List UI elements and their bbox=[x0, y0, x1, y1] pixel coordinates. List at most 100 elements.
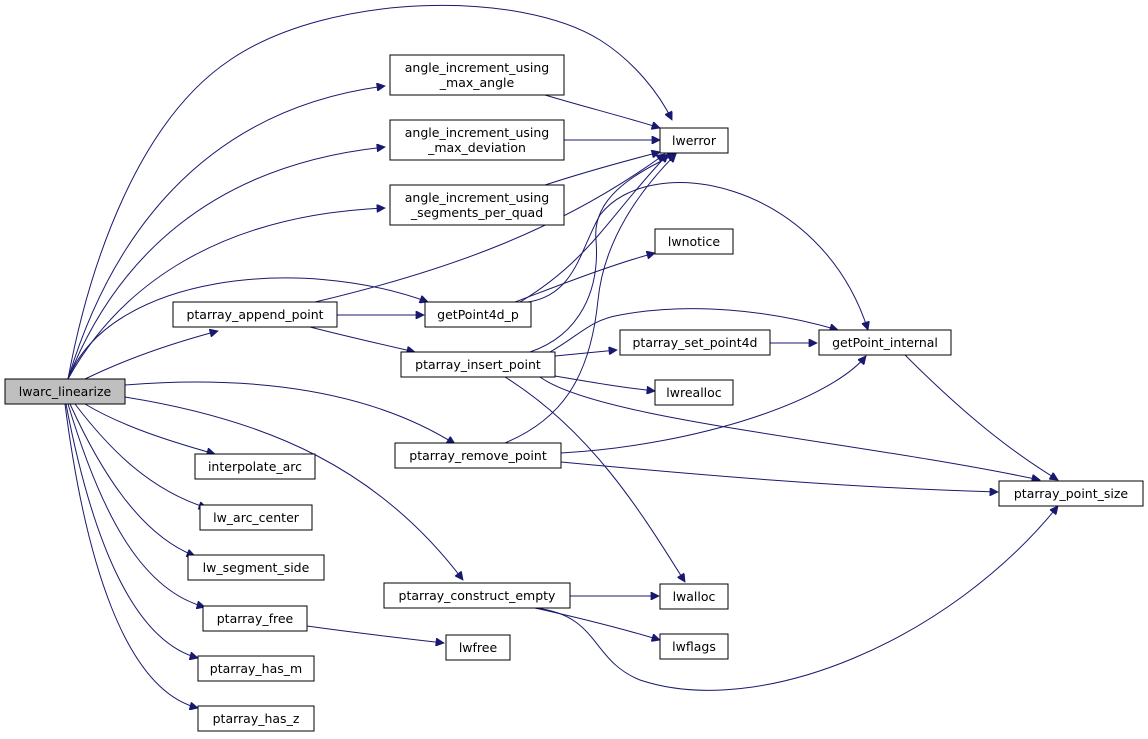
node-box bbox=[389, 119, 565, 161]
node-box bbox=[172, 301, 338, 328]
node-label: ptarray_remove_point bbox=[409, 448, 547, 463]
node-box bbox=[400, 351, 556, 378]
node-label: lwalloc bbox=[673, 589, 716, 604]
edge-ptarray_insert_point-to-ptarray_point_size bbox=[539, 376, 1040, 480]
edge-lwarc_linearize-to-ptarray_append_point bbox=[84, 331, 218, 380]
edge-ptarray_insert_point-to-lwrealloc bbox=[554, 375, 655, 391]
node-label: angle_increment_using bbox=[405, 125, 549, 140]
edge-getPoint4d_p-to-lwnotice bbox=[514, 253, 655, 303]
node-label: _max_deviation bbox=[427, 140, 526, 155]
edge-lwarc_linearize-to-lwerror bbox=[67, 4, 672, 380]
edge-lwarc_linearize-to-lw_segment_side bbox=[69, 403, 195, 556]
edge-ptarray_insert_point-to-getPoint_internal bbox=[549, 308, 838, 353]
node-label: lwflags bbox=[672, 639, 716, 654]
edge-ptarray_append_point-to-ptarray_insert_point bbox=[309, 326, 415, 352]
node-box bbox=[659, 633, 729, 660]
node-lwalloc[interactable]: lwalloc bbox=[659, 583, 729, 610]
node-lwrealloc[interactable]: lwrealloc bbox=[654, 379, 734, 406]
node-lwflags[interactable]: lwflags bbox=[659, 633, 729, 660]
node-label: ptarray_has_m bbox=[210, 661, 302, 676]
edge-getPoint4d_p-to-getPoint_internal bbox=[527, 182, 868, 330]
node-ptarray-append-point[interactable]: ptarray_append_point bbox=[172, 301, 338, 328]
edge-ptarray_insert_point-to-ptarray_set_point4d bbox=[554, 350, 617, 357]
node-ptarray-insert-point[interactable]: ptarray_insert_point bbox=[400, 351, 556, 378]
node-angle-increment-using-max-deviation[interactable]: angle_increment_using_max_deviation bbox=[389, 119, 565, 161]
node-ptarray-has-z[interactable]: ptarray_has_z bbox=[197, 705, 315, 732]
edge-lwarc_linearize-to-getPoint4d_p bbox=[67, 277, 428, 380]
edge-ptarray_insert_point-to-lwerror bbox=[529, 154, 676, 353]
node-box bbox=[4, 378, 126, 405]
edge-ptarray_free-to-lwfree bbox=[306, 625, 444, 643]
node-box bbox=[383, 582, 571, 609]
node-label: ptarray_set_point4d bbox=[633, 335, 758, 350]
node-label: lwnotice bbox=[668, 234, 721, 249]
node-lw-arc-center[interactable]: lw_arc_center bbox=[199, 504, 313, 531]
edge-ptarray_construct_empty-to-ptarray_point_size bbox=[534, 506, 1058, 691]
node-box bbox=[818, 329, 952, 356]
node-angle-increment-using-max-angle[interactable]: angle_increment_using_max_angle bbox=[389, 54, 565, 96]
node-label: lwarc_linearize bbox=[19, 384, 112, 399]
node-label: angle_increment_using bbox=[405, 190, 549, 205]
node-label: getPoint_internal bbox=[832, 335, 938, 350]
node-label: lwfree bbox=[459, 640, 498, 655]
node-ptarray-set-point4d[interactable]: ptarray_set_point4d bbox=[619, 329, 771, 356]
node-box bbox=[998, 480, 1144, 507]
node-label: ptarray_has_z bbox=[213, 711, 300, 726]
node-ptarray-construct-empty[interactable]: ptarray_construct_empty bbox=[383, 582, 571, 609]
node-box bbox=[389, 54, 565, 96]
node-getPoint4d-p[interactable]: getPoint4d_p bbox=[424, 301, 532, 328]
node-ptarray-free[interactable]: ptarray_free bbox=[202, 605, 308, 632]
node-ptarray-point-size[interactable]: ptarray_point_size bbox=[998, 480, 1144, 507]
nodes-layer: lwarc_linearizeangle_increment_using_max… bbox=[4, 54, 1144, 732]
edge-getPoint_internal-to-ptarray_point_size bbox=[904, 354, 1058, 480]
node-box bbox=[619, 329, 771, 356]
edge-lwarc_linearize-to-angle_increment_using_max_deviation bbox=[67, 147, 385, 380]
node-label: ptarray_free bbox=[217, 611, 294, 626]
node-label: angle_increment_using bbox=[405, 60, 549, 75]
node-label: lwerror bbox=[672, 133, 717, 148]
node-label: _segments_per_quad bbox=[410, 205, 543, 220]
edge-ptarray_remove_point-to-getPoint_internal bbox=[560, 356, 866, 454]
node-box bbox=[654, 228, 734, 255]
edge-angle_increment_using_max_angle-to-lwerror bbox=[544, 94, 660, 128]
node-box bbox=[197, 655, 315, 682]
node-label: _max_angle bbox=[439, 75, 515, 90]
edge-getPoint4d_p-to-lwerror bbox=[519, 154, 668, 303]
edge-lwarc_linearize-to-interpolate_arc bbox=[84, 403, 215, 454]
edge-ptarray_append_point-to-lwerror bbox=[314, 154, 665, 303]
node-label: ptarray_insert_point bbox=[415, 357, 541, 372]
node-lwerror[interactable]: lwerror bbox=[659, 127, 729, 154]
node-ptarray-has-m[interactable]: ptarray_has_m bbox=[197, 655, 315, 682]
node-lwfree[interactable]: lwfree bbox=[445, 634, 511, 661]
edge-lwarc_linearize-to-ptarray_construct_empty bbox=[124, 396, 463, 580]
node-ptarray-remove-point[interactable]: ptarray_remove_point bbox=[394, 442, 562, 469]
edge-lwarc_linearize-to-angle_increment_using_max_angle bbox=[67, 86, 385, 380]
node-label: lwrealloc bbox=[666, 385, 722, 400]
edge-lwarc_linearize-to-ptarray_has_z bbox=[64, 403, 198, 708]
node-lwarc-linearize[interactable]: lwarc_linearize bbox=[4, 378, 126, 405]
node-box bbox=[424, 301, 532, 328]
node-interpolate-arc[interactable]: interpolate_arc bbox=[194, 453, 316, 480]
node-box bbox=[187, 554, 325, 581]
node-label: lw_arc_center bbox=[213, 510, 300, 525]
edges-layer bbox=[64, 4, 1058, 708]
node-label: ptarray_construct_empty bbox=[399, 588, 557, 603]
edge-lwarc_linearize-to-ptarray_free bbox=[67, 403, 205, 607]
edge-lwarc_linearize-to-lw_arc_center bbox=[74, 403, 207, 508]
node-label: getPoint4d_p bbox=[437, 307, 519, 322]
edge-lwarc_linearize-to-angle_increment_using_segments_per_quad bbox=[67, 208, 385, 380]
node-label: lw_segment_side bbox=[203, 560, 310, 575]
node-lw-segment-side[interactable]: lw_segment_side bbox=[187, 554, 325, 581]
node-label: ptarray_point_size bbox=[1014, 486, 1129, 501]
edge-angle_increment_using_segments_per_quad-to-lwerror bbox=[544, 152, 660, 186]
edge-ptarray_insert_point-to-lwalloc bbox=[504, 376, 685, 582]
node-box bbox=[654, 379, 734, 406]
edge-ptarray_construct_empty-to-lwflags bbox=[534, 607, 660, 640]
edge-ptarray_remove_point-to-lwerror bbox=[504, 154, 676, 444]
node-lwnotice[interactable]: lwnotice bbox=[654, 228, 734, 255]
node-getPoint-internal[interactable]: getPoint_internal bbox=[818, 329, 952, 356]
node-box bbox=[194, 453, 316, 480]
node-angle-increment-using-segments-per-quad[interactable]: angle_increment_using_segments_per_quad bbox=[389, 184, 565, 226]
node-box bbox=[202, 605, 308, 632]
